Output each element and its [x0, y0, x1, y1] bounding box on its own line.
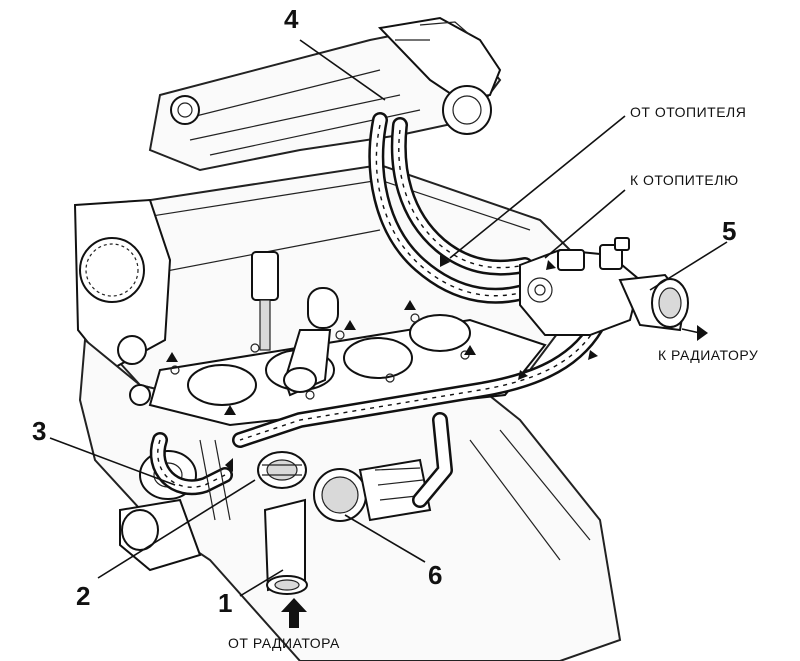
callout-6: 6: [428, 560, 442, 590]
callout-4: 4: [284, 4, 299, 34]
callout-3: 3: [32, 416, 46, 446]
label-to-radiator: К РАДИАТОРУ: [658, 347, 758, 363]
label-from-heater: ОТ ОТОПИТЕЛЯ: [630, 104, 746, 120]
label-to-heater: К ОТОПИТЕЛЮ: [630, 172, 739, 188]
callout-5: 5: [722, 216, 736, 246]
engine-block-drawing: [73, 16, 622, 661]
callout-2: 2: [76, 581, 90, 611]
from-radiator-arrow: [281, 598, 307, 628]
outlet-housing: [519, 237, 689, 336]
leader-lines: [49, 39, 728, 597]
callout-1: 1: [218, 588, 232, 618]
label-from-radiator: ОТ РАДИАТОРА: [228, 635, 340, 651]
